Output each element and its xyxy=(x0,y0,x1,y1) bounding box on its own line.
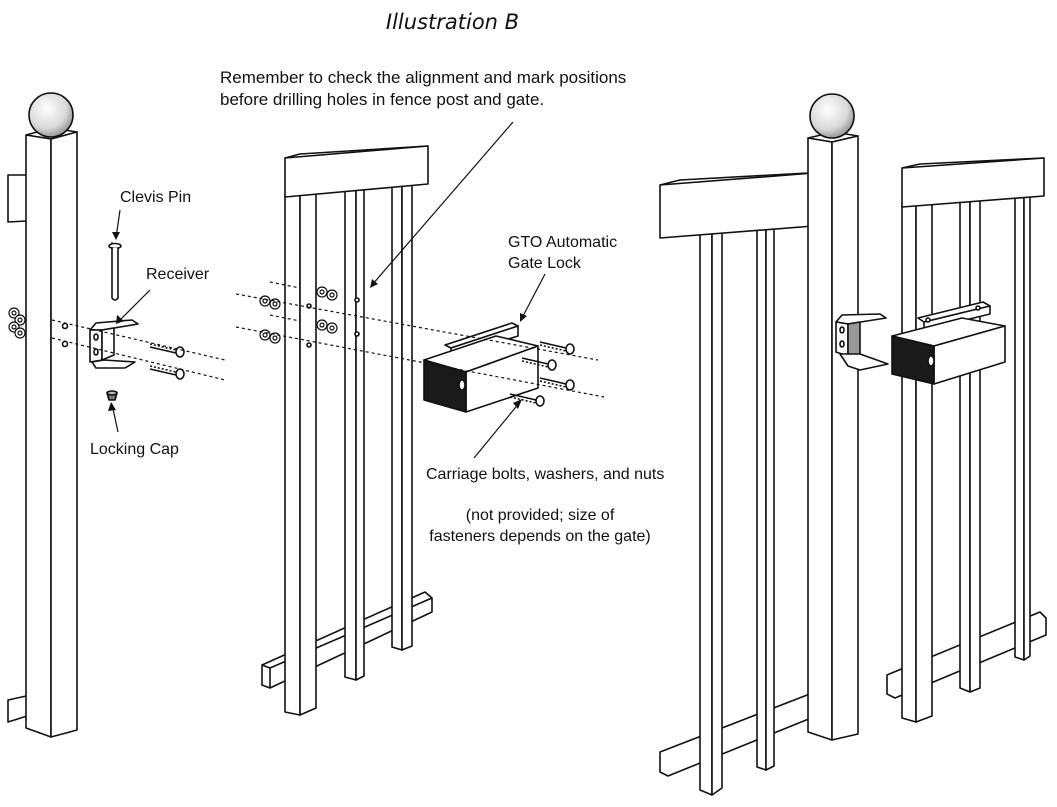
bolts-label: Carriage bolts, washers, and nuts xyxy=(426,466,665,483)
gate-lock-label-line-1: GTO Automatic xyxy=(508,234,618,251)
clevis-pin xyxy=(108,242,122,301)
locking-cap xyxy=(106,390,118,401)
receiver-bracket xyxy=(89,319,139,369)
alignment-note-line-1: Remember to check the alignment and mark… xyxy=(220,68,627,87)
clevis-pin-label: Clevis Pin xyxy=(120,189,192,206)
right-fence-section xyxy=(659,93,889,796)
gate-lock-exploded xyxy=(423,322,539,413)
locking-cap-label: Locking Cap xyxy=(90,441,179,458)
not-provided-line-2: fasteners depends on the gate) xyxy=(429,528,651,545)
gate-lock-label: GTO Automatic Gate Lock xyxy=(508,232,617,274)
receiver-bolts xyxy=(149,343,185,380)
right-gate xyxy=(886,157,1047,723)
left-fence-post xyxy=(7,92,78,738)
alignment-note: Remember to check the alignment and mark… xyxy=(220,67,626,111)
leader-lines xyxy=(111,121,546,459)
not-provided-line-1: (not provided; size of xyxy=(465,507,615,524)
post-cap-ball xyxy=(28,92,74,138)
not-provided-note: (not provided; size of fasteners depends… xyxy=(410,505,670,547)
bolt-heads-left xyxy=(8,307,26,339)
post-cap-ball-right xyxy=(809,93,855,139)
alignment-note-line-2: before drilling holes in fence post and … xyxy=(220,90,545,109)
alignment-lines xyxy=(51,242,605,398)
gate-lock-label-line-2: Gate Lock xyxy=(508,255,581,272)
carriage-bolts xyxy=(509,341,575,407)
arrowheads xyxy=(108,232,527,411)
middle-gate xyxy=(259,145,433,716)
receiver-label: Receiver xyxy=(146,266,210,283)
illustration-title: Illustration B xyxy=(385,10,520,34)
